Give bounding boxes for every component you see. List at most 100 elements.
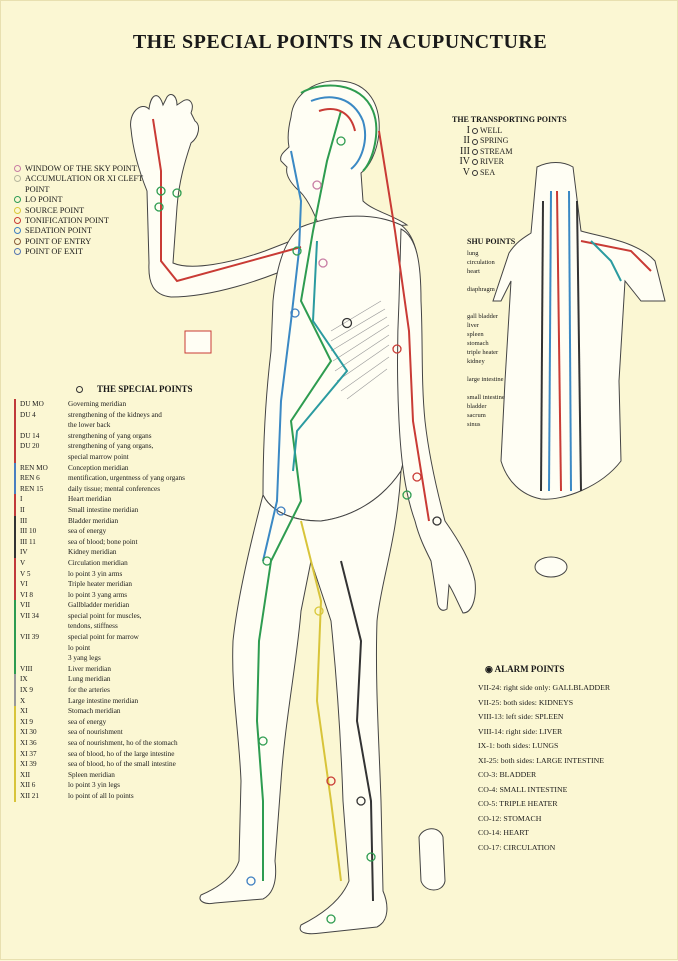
special-point-desc: Small intestine meridian [68, 505, 139, 514]
back-diagram [492, 162, 666, 578]
special-point-desc: lo point of all lo points [68, 791, 134, 800]
special-point-desc: sea of blood, ho of the small intestine [68, 760, 176, 769]
legend-dot-icon [14, 227, 21, 235]
meridian-color-bar [14, 462, 16, 474]
special-point-code: VII 39 [20, 633, 39, 642]
special-point-code: XII 6 [20, 781, 36, 790]
legend-item: LO POINT [14, 195, 149, 205]
special-point-code: XI 30 [20, 728, 37, 737]
legend-dot-icon [14, 248, 21, 256]
special-point-desc: tendons, stiffness [68, 622, 118, 631]
meridian-color-bar [14, 674, 16, 686]
meridian-dark-leg [340, 560, 374, 902]
alarm-points: ◉ ALARM POINTS VII-24: right side only: … [451, 664, 671, 855]
special-point-desc: special point for muscles, [68, 611, 142, 620]
transporting-point-label: STREAM [480, 146, 513, 156]
special-point-code: I [20, 495, 23, 504]
meridian-color-bar [14, 695, 16, 707]
shu-point-label [467, 295, 515, 304]
alarm-point-row: VII-24: right side only: GALLBLADDER [478, 683, 611, 692]
special-point-desc: lo point 3 yin legs [68, 781, 120, 790]
special-point-code: IX [20, 675, 28, 684]
meridian-color-bar [14, 483, 16, 495]
special-point-code: X [20, 696, 26, 705]
spine-meridians [540, 190, 652, 492]
meridian-color-bar [14, 399, 16, 410]
alarm-point-row: CO-14: HEART [478, 828, 529, 837]
alarm-point-row: XI-25: both sides: LARGE INTESTINE [478, 755, 605, 765]
shu-point-label: large intestine [467, 376, 504, 383]
shu-point-label [467, 277, 515, 286]
special-point-code: VI [20, 580, 28, 589]
shu-point-label [467, 367, 515, 376]
meridian-color-bar [14, 536, 16, 548]
meridian-color-bar [14, 579, 16, 590]
meridian-blue-front [262, 150, 303, 562]
alarm-point-row: CO-12: STOMACH [478, 813, 542, 823]
meridian-color-bar [14, 568, 16, 580]
special-point-row: 3 yang legs [14, 653, 239, 664]
meridian-yellow-leg [300, 520, 342, 882]
shu-point-label: liver [467, 322, 479, 329]
special-point-code: XI 37 [20, 749, 37, 758]
special-point-desc: Spleen meridian [68, 770, 115, 779]
shu-point-label: bladder [467, 403, 487, 410]
special-point-desc: strengthening of yang organs, [68, 442, 154, 451]
meridian-color-bar [14, 663, 16, 675]
special-point-code: V 5 [20, 569, 31, 578]
special-point-code: IV [20, 548, 28, 557]
alarm-point-row: IX-1: both sides: LUNGS [478, 741, 559, 750]
meridian-color-bar [14, 441, 16, 452]
special-point-desc: sea of energy [68, 717, 107, 726]
shu-point-label: gall bladder [467, 313, 498, 320]
special-point-code: REN MO [20, 463, 48, 472]
ring-icon [472, 149, 478, 156]
special-point-desc: sea of blood, ho of the large intestine [68, 749, 175, 758]
special-point-code: DU 14 [20, 431, 40, 440]
special-point-row: V 5 lo point 3 yin arms [14, 568, 239, 580]
foot-inset [418, 828, 446, 891]
meridian-color-bar [14, 716, 16, 728]
transporting-point-number: IV [459, 156, 470, 168]
meridian-color-bar [14, 780, 16, 791]
special-point-desc: Large intestine meridian [68, 696, 139, 705]
special-point-row: XI 37 sea of blood, ho of the large intes… [14, 748, 239, 760]
hand-inset [184, 330, 212, 354]
torso-outline [262, 215, 420, 522]
legend-item: ACCUMULATION OR XI CLEFT POINT [14, 174, 149, 195]
transporting-point-label: WELL [480, 126, 503, 135]
special-point-row: lo point [14, 642, 239, 654]
special-point-row: the lower back [14, 420, 239, 431]
special-point-code: DU 4 [20, 410, 36, 419]
ring-icon [472, 138, 478, 145]
alarm-points-heading: ALARM POINTS [494, 664, 565, 674]
alarm-dot-icon: ◉ [485, 664, 495, 674]
shu-point-label: triple heater [467, 349, 499, 356]
special-point-desc: Kidney meridian [68, 548, 117, 557]
meridian-color-bar [14, 420, 16, 431]
special-point-desc: 3 yang legs [68, 654, 101, 663]
legend-label: SEDATION POINT [25, 226, 93, 236]
shu-point-label: lung [467, 250, 479, 257]
meridian-color-bar [14, 557, 16, 569]
meridian-color-bar [14, 600, 16, 611]
special-point-desc: lo point 3 yin arms [68, 569, 123, 578]
legend-label: ACCUMULATION OR XI CLEFT POINT [25, 174, 144, 194]
special-point-code: VI 8 [20, 590, 33, 599]
